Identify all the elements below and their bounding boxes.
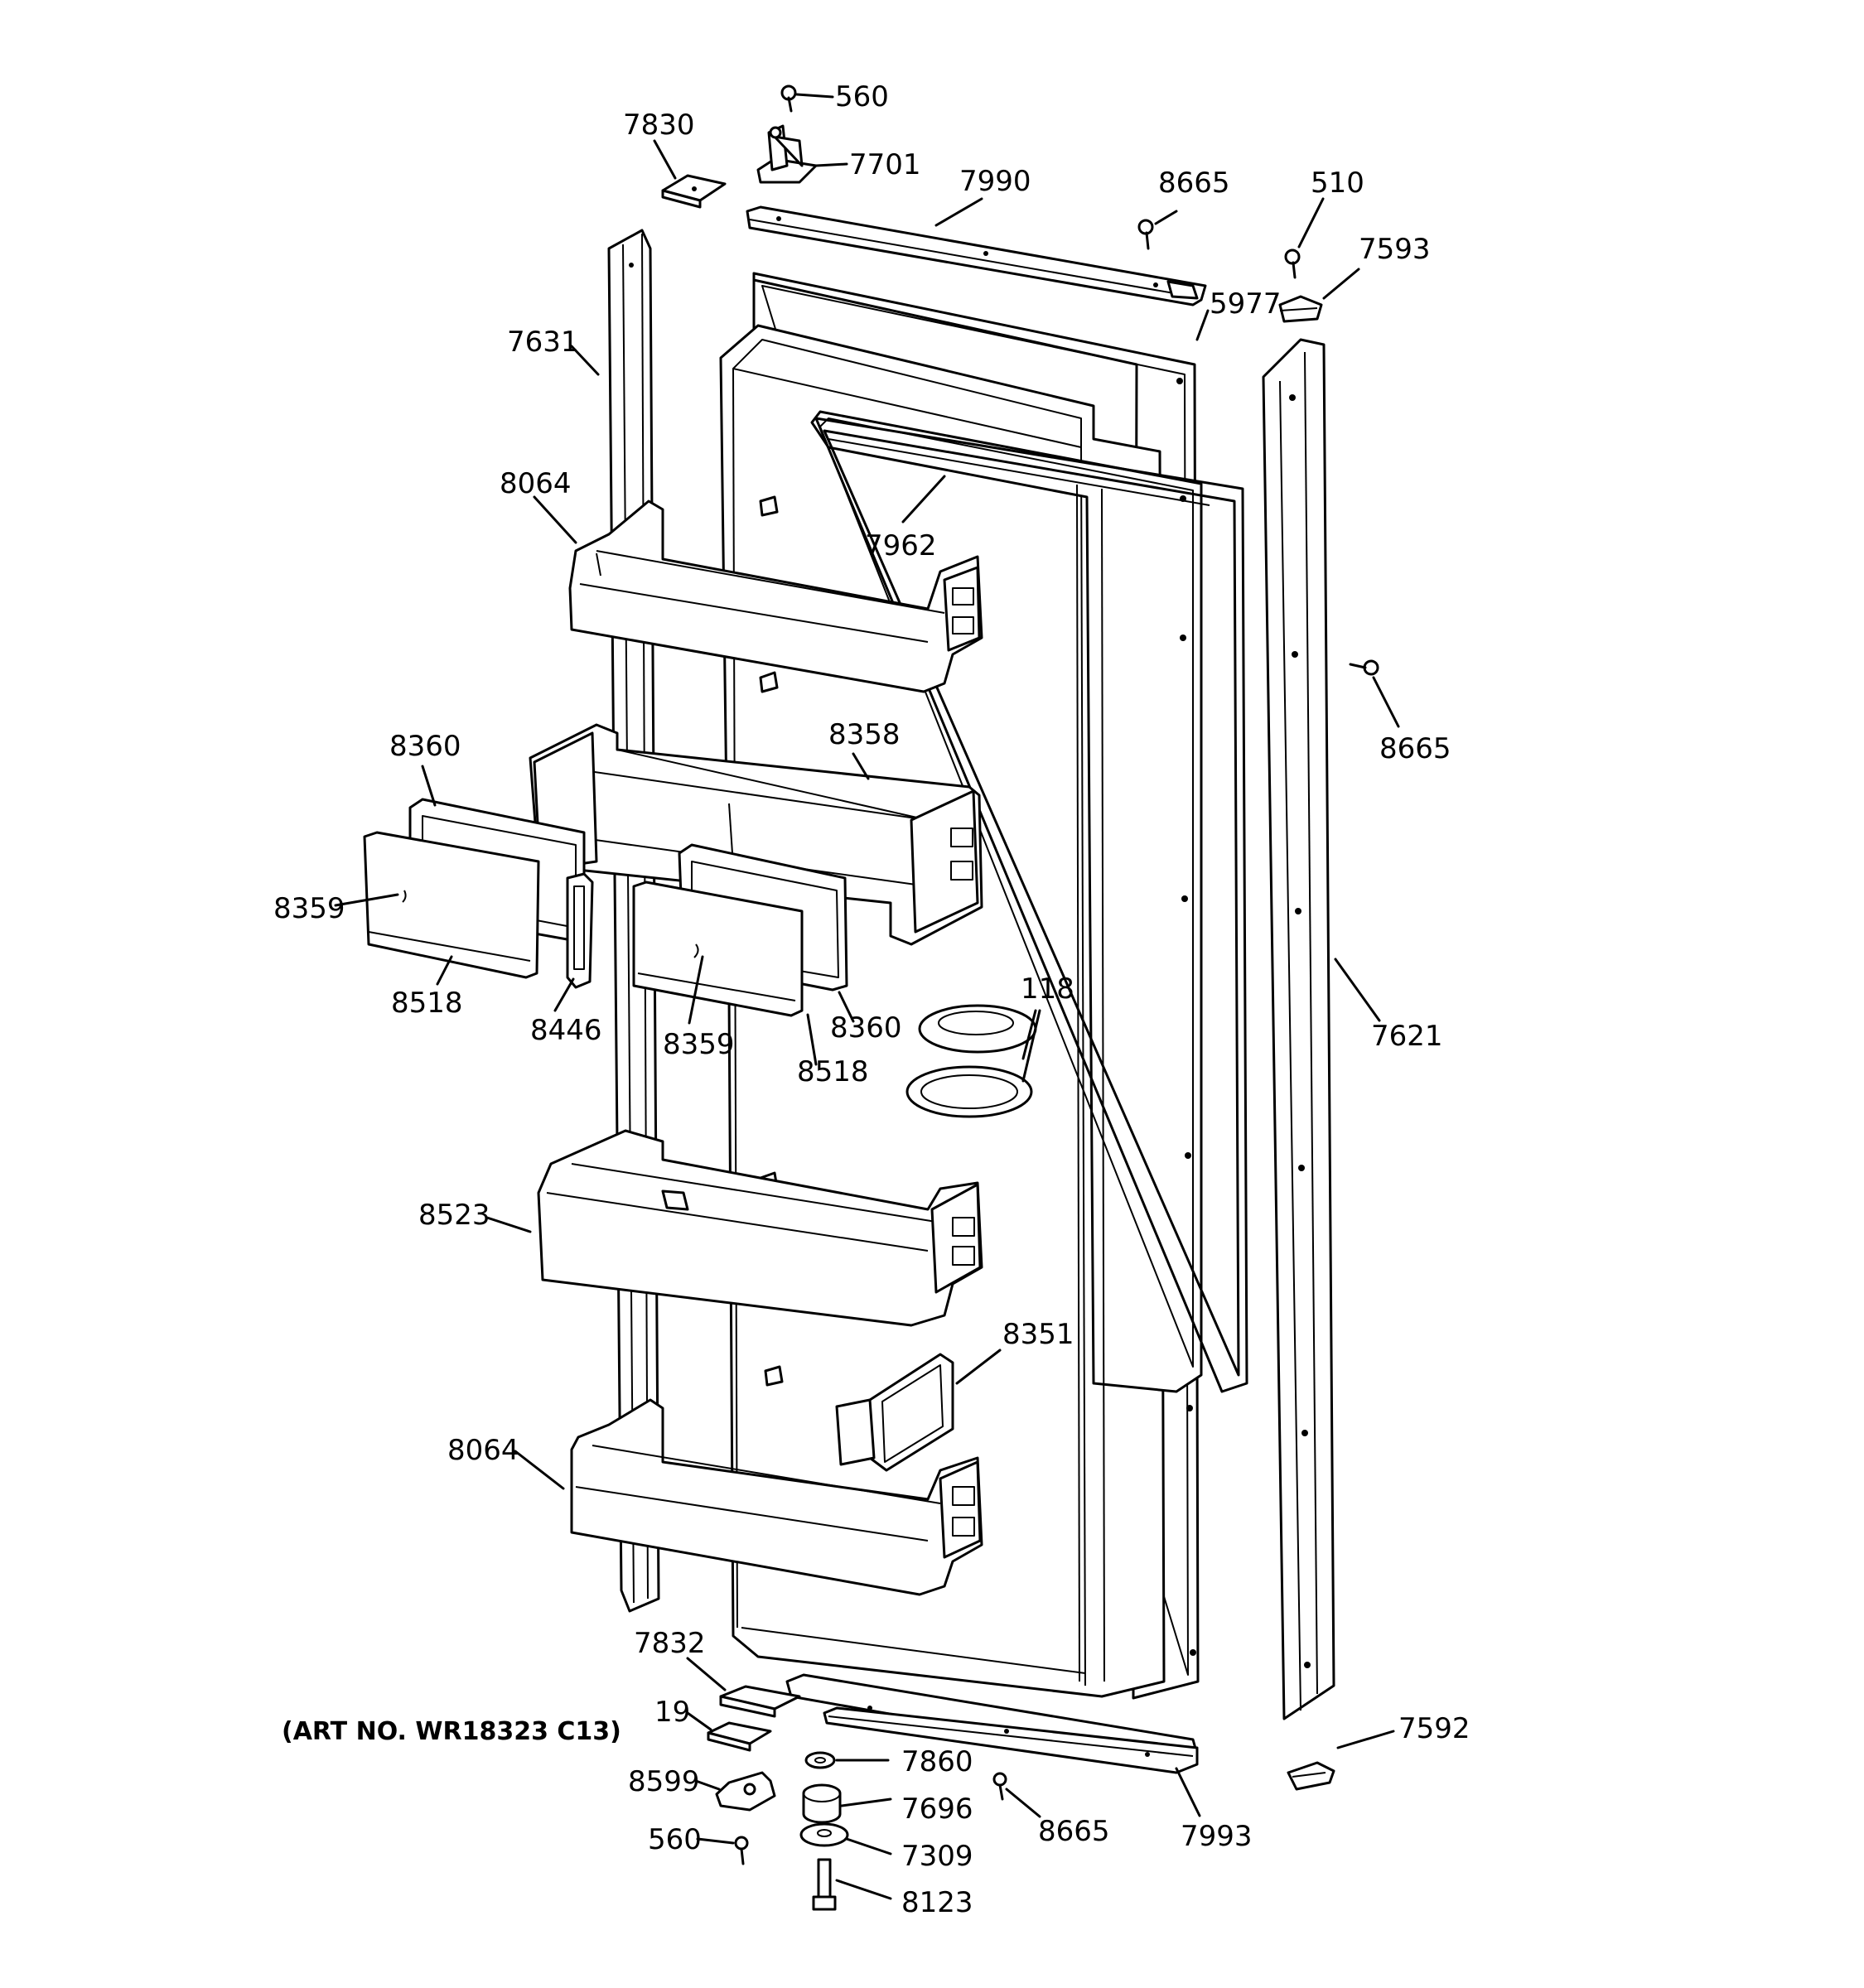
callout-7860: 7860 [901,1745,973,1778]
callout-7832: 7832 [634,1627,706,1660]
door-shelf-8523 [537,1129,983,1327]
leader-lines [334,93,1400,1900]
callout-7962: 7962 [865,529,937,562]
part-118-lower [905,1065,1033,1118]
washer-7309 [799,1822,849,1847]
hinge-block-7592 [1287,1761,1335,1791]
door-gasket [814,417,1248,1393]
callout-8665-right: 8665 [1379,732,1451,765]
callout-560-top: 560 [835,80,889,113]
screw-510 [1284,248,1301,279]
bracket-7832 [719,1685,801,1718]
right-door-trim [1262,338,1335,1720]
callout-8359-left: 8359 [273,892,345,925]
callout-7696: 7696 [901,1793,973,1826]
door-shelf-8064-top [568,499,983,693]
callout-7631: 7631 [507,326,579,359]
door-shelf-8064-bottom [570,1398,983,1596]
divider-8446 [566,872,594,989]
callout-19: 19 [654,1696,690,1729]
screw-8665-bottom [992,1772,1007,1801]
washer-7860 [804,1751,836,1769]
callout-8123: 8123 [901,1886,973,1919]
callout-8064-bottom: 8064 [447,1434,519,1467]
hinge-block-7593 [1278,295,1323,323]
part-8351 [835,1353,954,1472]
callout-8665-top: 8665 [1158,166,1230,200]
callout-7593: 7593 [1359,233,1431,266]
bottom-trim-7993 [785,1673,1199,1774]
screw-560-top [780,84,797,113]
callout-8518-mid: 8518 [797,1055,869,1088]
callout-7701: 7701 [849,148,921,181]
callout-8351: 8351 [1002,1318,1074,1351]
callout-8359-mid: 8359 [663,1028,735,1061]
callout-7621: 7621 [1371,1020,1443,1053]
callout-560-bottom: 560 [648,1823,702,1856]
callout-118: 118 [1021,972,1074,1006]
top-door-cap [746,205,1207,306]
callout-7830: 7830 [623,109,695,142]
callout-8360-mid: 8360 [830,1011,902,1045]
callout-8665-bottom: 8665 [1038,1815,1110,1848]
hinge-8599 [715,1771,776,1812]
callout-8064-top: 8064 [500,467,572,500]
callout-8599: 8599 [628,1765,700,1798]
callout-7592: 7592 [1398,1712,1470,1745]
bracket-7830 [661,174,727,209]
callout-labels: 560 7830 7701 7990 8665 510 7593 5977 76… [273,80,1470,1919]
callout-5977: 5977 [1210,287,1282,321]
bin-door-8359-left [363,831,540,979]
callout-8360-left: 8360 [389,730,461,763]
bin-door-8359-mid [632,881,804,1017]
callout-7993: 7993 [1181,1820,1253,1853]
callout-8358: 8358 [828,718,901,751]
screw-8665-top [1137,219,1154,250]
hinge-7701 [756,124,818,184]
part-118-upper [918,1004,1037,1054]
callout-7309: 7309 [901,1840,973,1873]
callout-510: 510 [1311,166,1364,200]
plate-19 [707,1721,772,1752]
callout-7990: 7990 [959,165,1031,198]
callout-8446: 8446 [530,1014,602,1047]
callout-8523: 8523 [418,1199,490,1232]
art-number: (ART NO. WR18323 C13) [282,1717,621,1746]
screw-8665-right [1349,659,1379,676]
bushing-7696 [802,1783,842,1824]
callout-8518-left: 8518 [391,987,463,1020]
screw-560-bottom [734,1836,749,1865]
bolt-8123 [812,1858,837,1911]
